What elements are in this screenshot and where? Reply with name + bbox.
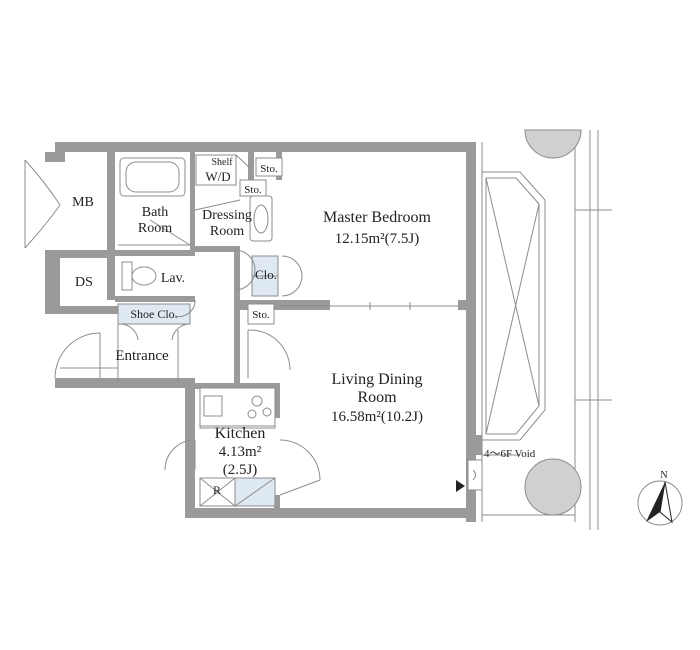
label-ds: DS (75, 275, 93, 290)
label-bath-line1: Bath (142, 205, 168, 220)
label-clo: Clo. (255, 267, 277, 282)
sink-icon (249, 195, 273, 242)
label-master-bedroom: Master Bedroom (323, 209, 432, 226)
label-living-line1: Living Dining (331, 371, 422, 388)
north-arrow-icon (637, 480, 683, 526)
bathtub-icon (119, 157, 186, 197)
label-sto-top: Sto. (260, 163, 278, 175)
label-kitchen-area: 4.13m² (219, 444, 262, 460)
label-master-area: 12.15m²(7.5J) (335, 231, 420, 247)
label-bath-line2: Room (138, 221, 172, 236)
label-dressing-line1: Dressing (202, 208, 252, 223)
label-sto-mid: Sto. (244, 184, 262, 196)
label-north: N (660, 470, 667, 481)
label-dressing-line2: Room (210, 224, 244, 239)
label-kitchen-j: (2.5J) (223, 462, 258, 478)
label-entrance: Entrance (115, 348, 169, 364)
label-living-area: 16.58m²(10.2J) (331, 409, 423, 425)
label-living-line2: Room (357, 389, 397, 406)
label-refrigerator: R (213, 483, 221, 497)
label-mb: MB (72, 195, 94, 210)
balcony (467, 129, 612, 530)
label-sto-low: Sto. (252, 309, 270, 321)
label-lav: Lav. (161, 271, 185, 286)
label-void: 4～6F Void (484, 448, 536, 460)
label-kitchen: Kitchen (215, 425, 266, 442)
label-wd: W/D (205, 169, 230, 184)
label-shelf: Shelf (211, 157, 233, 168)
stove-icon (199, 387, 276, 427)
front-doors (24, 159, 101, 379)
walls (45, 142, 482, 522)
entry-marker-icon (456, 480, 465, 492)
toilet-icon (121, 261, 157, 291)
label-shoe-clo: Shoe Clo. (130, 307, 177, 321)
